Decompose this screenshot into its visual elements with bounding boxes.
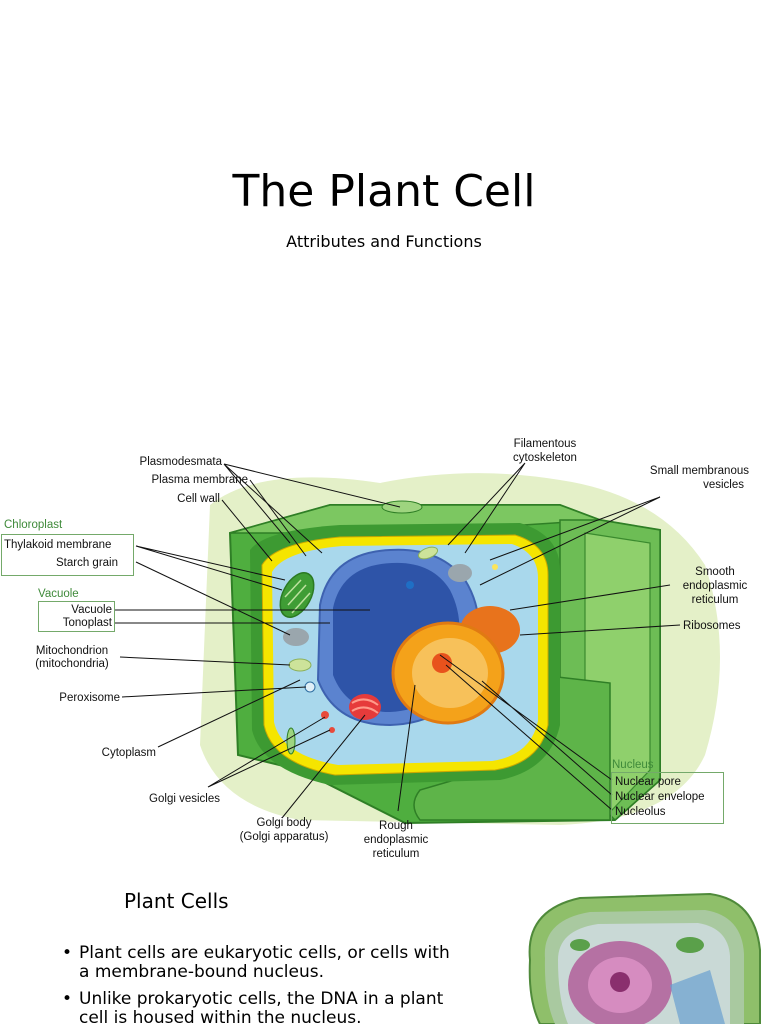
plant-cell-thumbnail [528,892,761,1024]
peroxisome-shape [304,681,316,693]
label-smooth-er-2: endoplasmic [682,580,748,592]
grey-body [448,564,472,582]
label-rough-er-1: Rough [379,820,413,832]
label-golgi-apparatus: (Golgi apparatus) [239,831,329,843]
nucleus-group-box [611,772,724,824]
plasmodesma-top [381,500,423,514]
label-rough-er-3: reticulum [372,848,420,860]
bullet-dot: • [62,943,73,963]
label-plasma-membrane: Plasma membrane [151,474,248,486]
bullet-item: • Unlike prokaryotic cells, the DNA in a… [62,990,502,1028]
bullet-text-line-2: cell is housed within the nucleus. [79,1008,362,1028]
slide-subtitle: Attributes and Functions [286,232,482,251]
group-label-nucleus: Nucleus [612,759,654,771]
vesicle [492,564,498,570]
label-mitochondria: (mitochondria) [35,658,109,670]
label-smooth-er-1: Smooth [695,566,735,578]
label-golgi-vesicles: Golgi vesicles [149,793,220,805]
label-tonoplast: Tonoplast [62,617,112,629]
label-golgi-body: Golgi body [256,817,312,829]
vesicle [321,711,329,719]
label-thylakoid-membrane: Thylakoid membrane [4,539,112,551]
label-smooth-er-3: reticulum [691,594,739,606]
label-vesicles: vesicles [703,479,744,491]
label-nuclear-envelope: Nuclear envelope [615,791,705,803]
label-small-membranous: Small membranous [649,465,749,477]
mitochondrion-shape [288,658,312,672]
label-filamentous: Filamentous [513,438,577,450]
section-title: Plant Cells [124,889,229,913]
slide-title: The Plant Cell [232,166,536,217]
chloroplast-group-box [1,534,134,576]
label-rough-er-2: endoplasmic [363,834,429,846]
label-mitochondrion: Mitochondrion [35,645,109,657]
label-vacuole: Vacuole [71,604,112,616]
nucleus-inner [412,638,488,708]
label-cell-wall: Cell wall [177,493,220,505]
golgi-stacks [351,698,379,714]
nucleolus-shape [432,653,452,673]
mitochondrion-shape-2 [417,546,439,560]
bullet-item: • Plant cells are eukaryotic cells, or c… [62,944,502,982]
label-nucleolus: Nucleolus [615,806,666,818]
vesicle [406,581,414,589]
bullet-text-line-1: Unlike prokaryotic cells, the DNA in a p… [79,989,444,1009]
label-starch-grain: Starch grain [56,557,119,569]
plasmodesma-slit [286,727,296,755]
label-ribosomes: Ribosomes [683,620,741,632]
plant-cell-diagram [114,462,720,825]
group-label-chloroplast: Chloroplast [4,519,63,531]
starch-grain-shape [283,628,309,646]
label-cytoplasm: Cytoplasm [101,747,156,759]
bullet-text-line-1: Plant cells are eukaryotic cells, or cel… [79,943,450,963]
vacuole-group-box [38,601,115,632]
bullet-dot: • [62,989,73,1009]
label-peroxisome: Peroxisome [59,692,120,704]
bullet-text-line-2: a membrane-bound nucleus. [79,962,325,982]
label-plasmodesmata: Plasmodesmata [139,456,222,468]
cell-wall-slab [413,674,611,821]
leader-lines [114,462,681,819]
label-cytoskeleton: cytoskeleton [513,452,577,464]
label-nuclear-pore: Nuclear pore [615,776,681,788]
vesicle [329,727,335,733]
group-label-vacuole: Vacuole [38,588,79,600]
